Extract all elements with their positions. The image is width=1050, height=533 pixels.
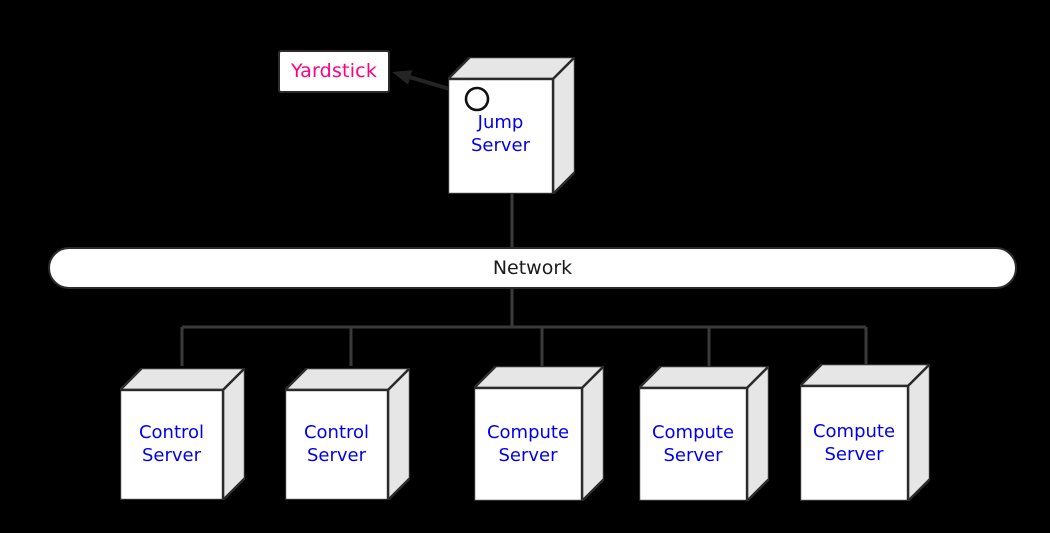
server-shape bbox=[639, 366, 769, 501]
server-shape bbox=[120, 368, 245, 500]
server-node[interactable]: Compute Server bbox=[639, 366, 769, 501]
server-node[interactable]: Control Server bbox=[120, 368, 245, 500]
jump-server-port-icon bbox=[464, 86, 490, 112]
yardstick-label: Yardstick bbox=[290, 59, 378, 82]
server-node[interactable]: Compute Server bbox=[474, 366, 604, 501]
server-shape bbox=[285, 368, 410, 500]
jump-server-node[interactable]: Jump Server bbox=[448, 57, 575, 194]
server-node[interactable]: Control Server bbox=[285, 368, 410, 500]
server-node[interactable]: Compute Server bbox=[800, 364, 930, 501]
server-shape bbox=[800, 364, 930, 501]
server-shape bbox=[474, 366, 604, 501]
network-label: Network bbox=[492, 257, 573, 279]
jump-server-shape bbox=[448, 57, 575, 194]
network-bar[interactable]: Network bbox=[48, 247, 1017, 289]
yardstick-tool-box[interactable]: Yardstick bbox=[278, 50, 390, 93]
